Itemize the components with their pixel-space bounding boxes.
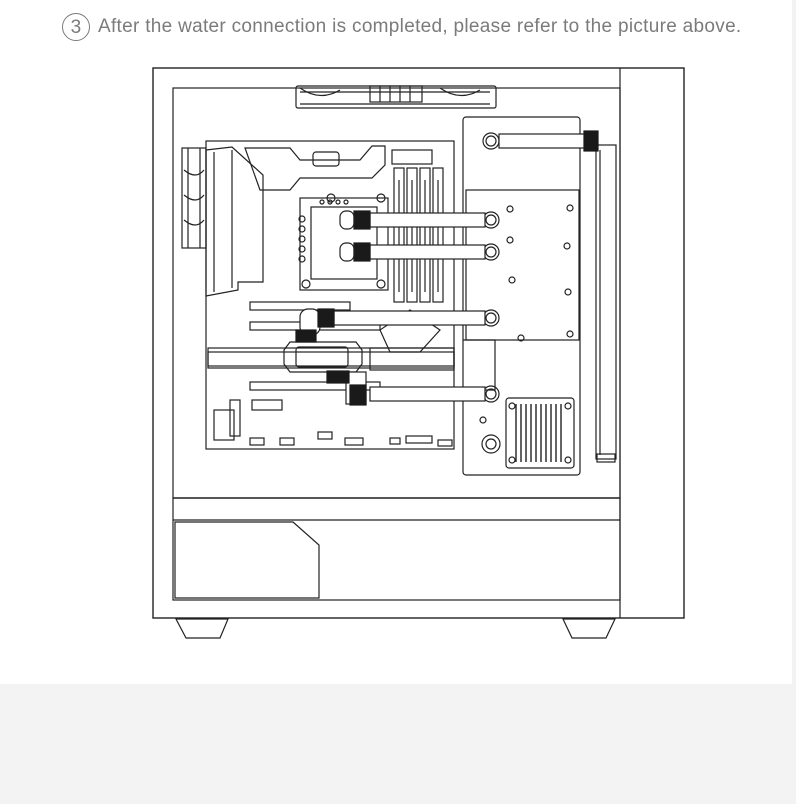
tube-fittings [295, 130, 599, 406]
pump [505, 397, 575, 469]
instruction-card: 3 After the water connection is complete… [0, 0, 792, 684]
front-radiator [595, 144, 617, 463]
cpu-fitting-caps [339, 210, 355, 262]
step-number-badge: 3 [62, 13, 90, 41]
graphics-card [207, 341, 455, 373]
step-text: After the water connection is completed,… [98, 16, 742, 37]
step-instruction: 3 After the water connection is complete… [62, 10, 742, 44]
left-foot [175, 618, 229, 639]
pc-case [152, 67, 685, 639]
right-foot [562, 618, 616, 639]
water-cooling-diagram [152, 67, 685, 639]
water-tubes [299, 133, 590, 405]
page-footer-space [0, 684, 796, 804]
distribution-plate [462, 116, 581, 476]
top-fan-radiator [295, 85, 497, 109]
